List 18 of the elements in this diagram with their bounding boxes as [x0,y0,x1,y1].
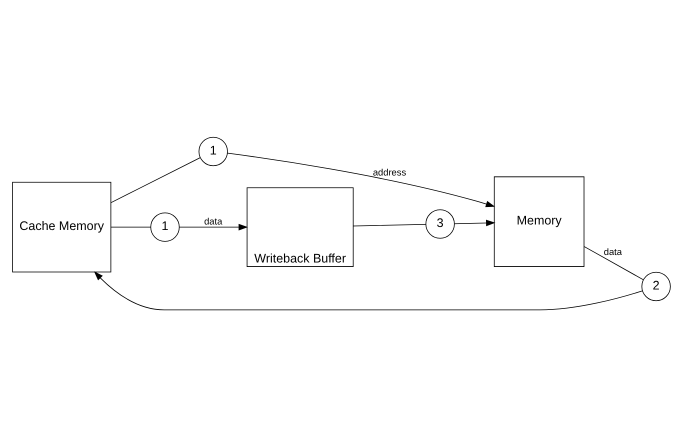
node-box: Writeback Buffer [246,187,354,267]
node-circle: 2 [641,272,671,302]
arrow [94,271,643,310]
connector [110,226,151,228]
node-circle: 1 [198,136,228,166]
edge-label: data [204,216,222,227]
node-box: Memory [494,176,584,267]
edge-label: address [372,167,406,178]
arrow [227,152,496,208]
connector [110,157,200,204]
connector [584,246,644,280]
node-box: Cache Memory [12,182,112,272]
node-circle: 3 [425,209,455,239]
arrow [179,224,248,230]
connector [352,224,426,226]
arrow [454,220,496,226]
node-circle: 1 [150,212,180,242]
edge-label: data [604,246,622,257]
